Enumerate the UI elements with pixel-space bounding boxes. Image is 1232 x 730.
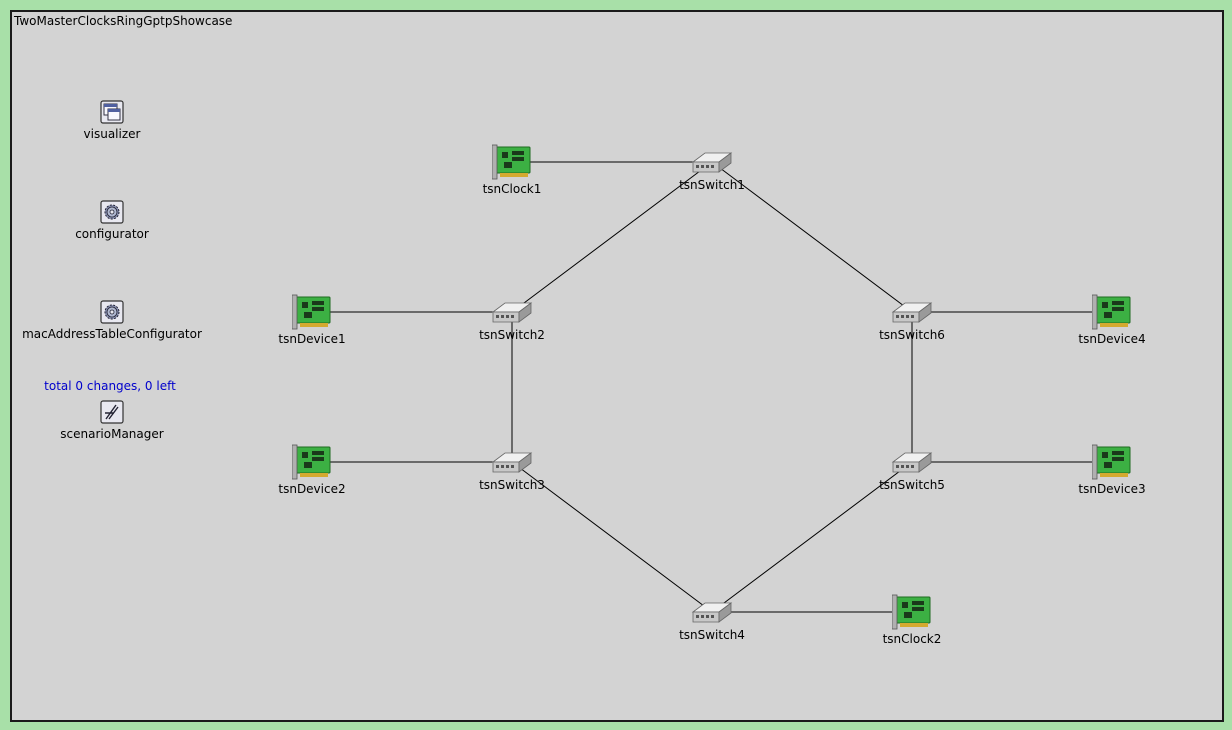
network-card-icon xyxy=(292,444,331,480)
switch-icon xyxy=(891,302,933,323)
module-label: configurator xyxy=(75,227,149,241)
network-card-icon xyxy=(492,144,531,180)
node-label: tsnSwitch6 xyxy=(879,328,945,342)
link-tsnSwitch1-tsnSwitch6 xyxy=(711,161,913,313)
gear-icon xyxy=(100,200,124,224)
gear-icon xyxy=(100,300,124,324)
link-tsnSwitch4-tsnSwitch5 xyxy=(711,461,913,613)
node-label: tsnSwitch1 xyxy=(679,178,745,192)
links-layer xyxy=(312,161,1112,613)
node-label: tsnClock2 xyxy=(882,632,942,646)
network-card-icon xyxy=(1092,444,1131,480)
scenario-status-text: total 0 changes, 0 left xyxy=(44,379,176,393)
scenario-manager-icon xyxy=(100,400,124,424)
module-label: macAddressTableConfigurator xyxy=(22,327,202,341)
visualizer-icon xyxy=(100,100,124,124)
network-title: TwoMasterClocksRingGptpShowcase xyxy=(14,14,233,28)
switch-icon xyxy=(491,452,533,473)
node-label: tsnDevice1 xyxy=(278,332,346,346)
network-canvas: TwoMasterClocksRingGptpShowcase visualiz… xyxy=(10,10,1224,722)
module-label: visualizer xyxy=(83,127,141,141)
network-card-icon xyxy=(1092,294,1131,330)
node-label: tsnSwitch4 xyxy=(679,628,745,642)
network-card-icon xyxy=(292,294,331,330)
network-card-icon xyxy=(892,594,931,630)
link-tsnSwitch1-tsnSwitch2 xyxy=(511,161,713,313)
switch-icon xyxy=(491,302,533,323)
link-tsnSwitch3-tsnSwitch4 xyxy=(511,461,713,613)
switch-icon xyxy=(691,602,733,623)
node-label: tsnDevice3 xyxy=(1078,482,1146,496)
switch-icon xyxy=(691,152,733,173)
node-label: tsnDevice2 xyxy=(278,482,346,496)
node-label: tsnSwitch2 xyxy=(479,328,545,342)
node-label: tsnClock1 xyxy=(482,182,542,196)
node-label: tsnSwitch3 xyxy=(479,478,545,492)
node-label: tsnSwitch5 xyxy=(879,478,945,492)
node-label: tsnDevice4 xyxy=(1078,332,1146,346)
module-label: scenarioManager xyxy=(60,427,164,441)
switch-icon xyxy=(891,452,933,473)
